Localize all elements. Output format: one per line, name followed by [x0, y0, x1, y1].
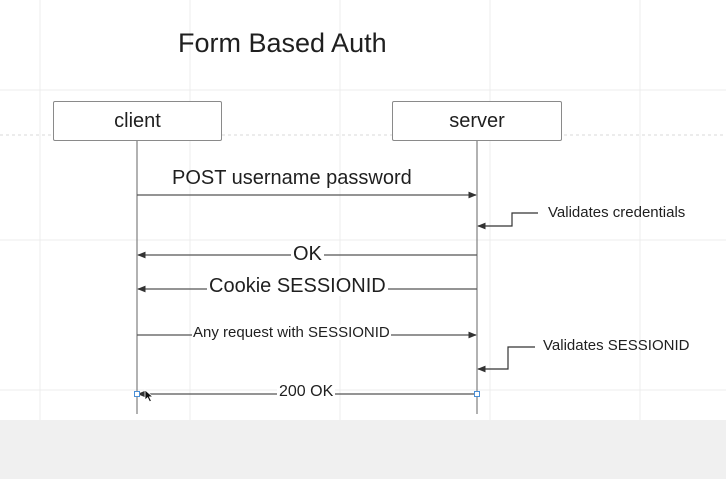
selection-handle-end[interactable] — [474, 391, 480, 397]
bottom-band — [0, 420, 726, 479]
server-actor-label: server — [449, 109, 505, 132]
client-actor-box[interactable]: client — [53, 101, 222, 141]
message-label-3: Cookie SESSIONID — [207, 275, 388, 297]
message-label-2: OK — [291, 243, 324, 265]
message-label-1: POST username password — [172, 167, 412, 189]
note-label-2: Validates SESSIONID — [543, 337, 690, 354]
selection-handle-start[interactable] — [134, 391, 140, 397]
note-label-1: Validates credentials — [548, 204, 686, 221]
note-connector-1[interactable] — [477, 212, 538, 230]
note-connector-2[interactable] — [477, 346, 535, 373]
diagram-title: Form Based Auth — [178, 28, 387, 58]
client-actor-label: client — [114, 109, 161, 132]
message-label-4: Any request with SESSIONID — [192, 324, 391, 341]
server-actor-box[interactable]: server — [392, 101, 562, 141]
mouse-pointer-icon — [144, 389, 155, 403]
message-label-5: 200 OK — [277, 383, 336, 400]
